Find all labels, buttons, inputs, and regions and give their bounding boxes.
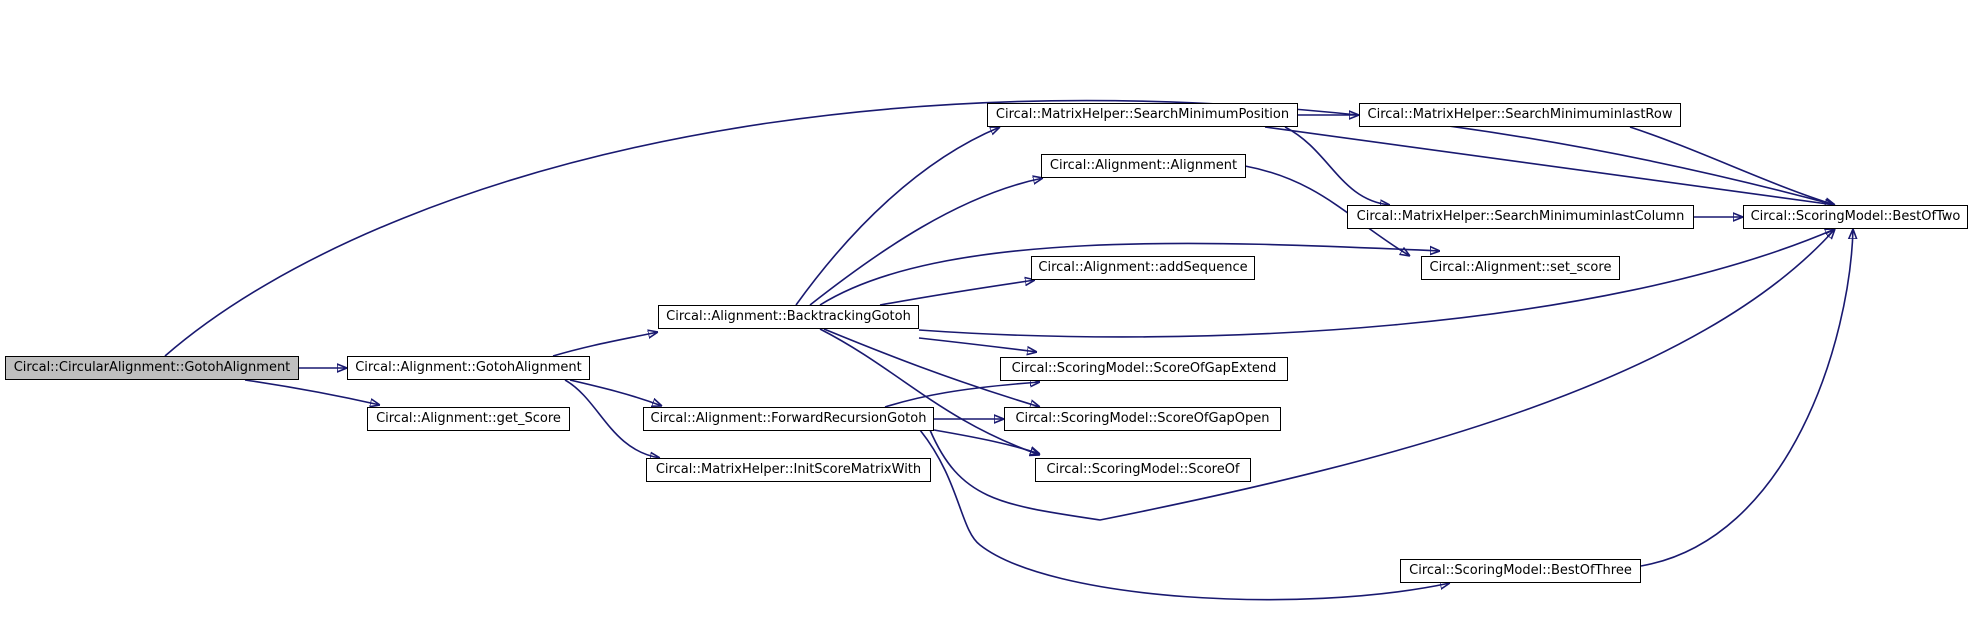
edge-n4-to-n9 (884, 382, 1040, 408)
edge-n1-to-n3 (552, 332, 658, 357)
node-alignment-forward-recursion-gotoh[interactable]: Circal::Alignment::ForwardRecursionGotoh (643, 407, 934, 431)
edge-n0-to-n15 (164, 99, 1835, 357)
node-alignment-add-sequence[interactable]: Circal::Alignment::addSequence (1031, 256, 1255, 280)
node-matrix-helper-search-minimum-in-last-column[interactable]: Circal::MatrixHelper::SearchMinimuminlas… (1347, 205, 1694, 229)
node-scoring-model-score-of[interactable]: Circal::ScoringModel::ScoreOf (1035, 458, 1251, 482)
edge-n16-to-n15 (1640, 229, 1853, 567)
node-circular-alignment-gotoh-alignment: Circal::CircularAlignment::GotohAlignmen… (5, 356, 299, 380)
node-alignment-gotoh-alignment[interactable]: Circal::Alignment::GotohAlignment (347, 356, 590, 380)
edge-n3-to-n10 (823, 328, 1040, 407)
node-scoring-model-score-of-gap-open[interactable]: Circal::ScoringModel::ScoreOfGapOpen (1004, 407, 1281, 431)
edge-n3-to-n6 (795, 127, 1000, 306)
edge-n3-to-n11 (819, 328, 1040, 455)
edge-n7-to-n14 (1244, 165, 1410, 256)
edge-n3-to-n7 (809, 178, 1043, 306)
edge-n1-to-n4 (569, 379, 662, 406)
edge-n4-to-n16 (919, 429, 1450, 601)
edge-n3-to-n14 (819, 242, 1440, 306)
edge-n4-to-n15 (929, 229, 1835, 521)
node-alignment-backtracking-gotoh[interactable]: Circal::Alignment::BacktrackingGotoh (658, 305, 919, 329)
node-matrix-helper-init-score-matrix-with[interactable]: Circal::MatrixHelper::InitScoreMatrixWit… (646, 458, 931, 482)
edge-n3-to-n15 (918, 229, 1835, 338)
edge-n3-to-n8 (879, 280, 1035, 306)
node-alignment-alignment[interactable]: Circal::Alignment::Alignment (1041, 154, 1246, 178)
edge-n12-to-n15 (1629, 126, 1835, 205)
edge-n4-to-n11 (933, 429, 1040, 454)
edge-n1-to-n5 (564, 379, 660, 458)
edge-n6-to-n13 (1284, 126, 1390, 205)
edge-n6-to-n15 (1264, 126, 1835, 205)
node-alignment-set-score[interactable]: Circal::Alignment::set_score (1421, 256, 1620, 280)
edge-n0-to-n2 (244, 379, 380, 405)
node-matrix-helper-search-minimum-in-last-row[interactable]: Circal::MatrixHelper::SearchMinimuminlas… (1359, 103, 1681, 127)
edge-n3-to-n9 (918, 337, 1037, 352)
node-scoring-model-best-of-three[interactable]: Circal::ScoringModel::BestOfThree (1400, 559, 1641, 583)
node-alignment-get-score[interactable]: Circal::Alignment::get_Score (367, 407, 570, 431)
node-scoring-model-best-of-two[interactable]: Circal::ScoringModel::BestOfTwo (1743, 205, 1968, 229)
node-matrix-helper-search-minimum-position[interactable]: Circal::MatrixHelper::SearchMinimumPosit… (987, 103, 1298, 127)
node-scoring-model-score-of-gap-extend[interactable]: Circal::ScoringModel::ScoreOfGapExtend (1000, 357, 1288, 381)
